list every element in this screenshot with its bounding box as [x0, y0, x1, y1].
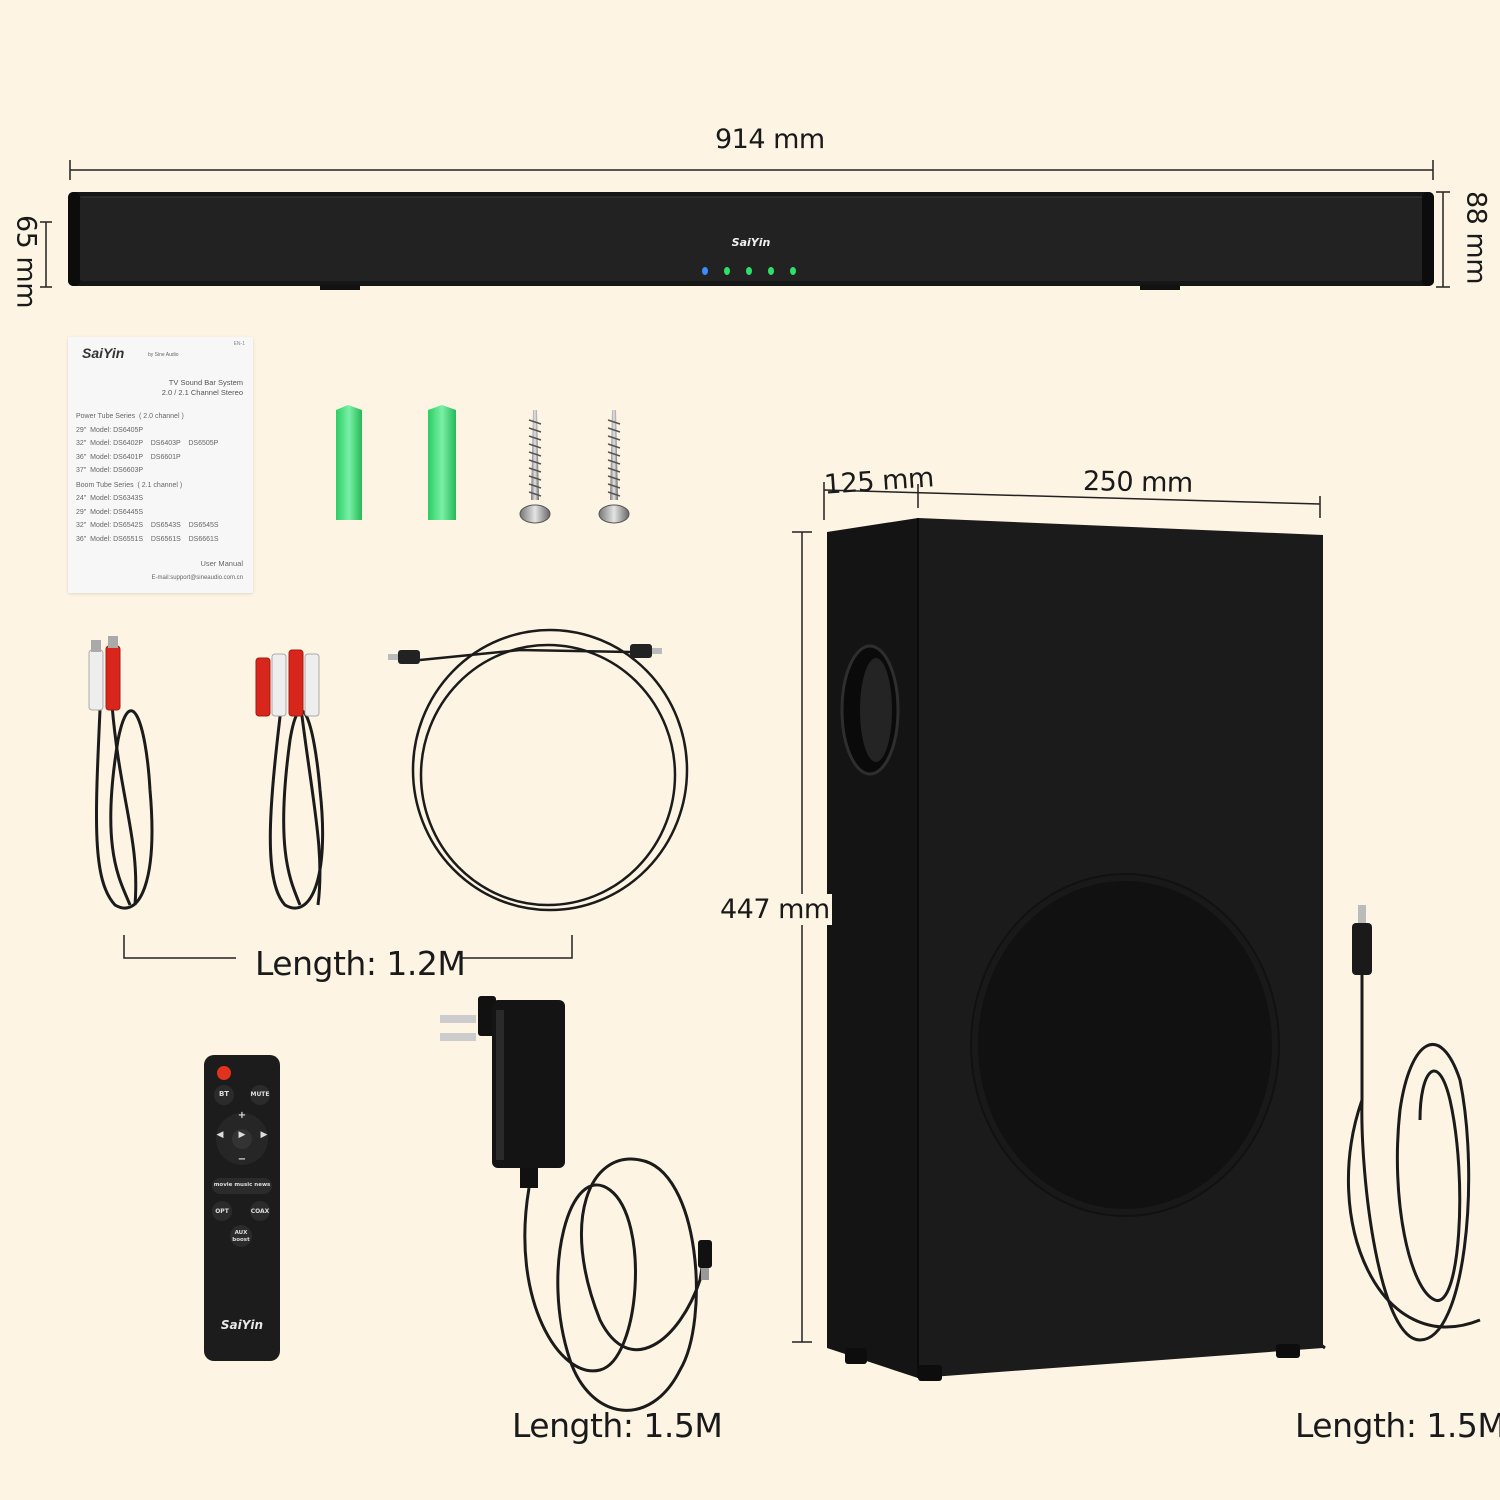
status-led	[702, 267, 708, 275]
subwoofer-height-dimension-line	[792, 531, 812, 1343]
right-height-dimension-line	[1436, 191, 1450, 288]
status-led	[768, 267, 774, 275]
manual-page-number: EN-1	[233, 341, 245, 347]
user-manual: SaiYin by Sine Audio EN-1 TV Sound Bar S…	[68, 337, 253, 593]
soundbar-status-leds	[702, 267, 796, 275]
manual-line: 32" Model: DS6542S DS6543S DS6545S	[76, 522, 219, 529]
remote-eq-button[interactable]: movie music news	[213, 1182, 271, 1188]
subwoofer-top-dimension-line	[823, 482, 1321, 520]
manual-brand: SaiYin	[82, 345, 125, 361]
manual-title: TV Sound Bar System	[168, 378, 243, 387]
subwoofer-height-label: 447 mm	[718, 894, 832, 925]
remote-opt-button[interactable]: OPT	[215, 1208, 229, 1215]
remote-brand-logo: SaiYin	[220, 1318, 264, 1332]
accessories-figure	[88, 405, 712, 1412]
remote-mute-button[interactable]: MUTE	[250, 1091, 270, 1098]
soundbar-left-height-label: 65 mm	[10, 214, 42, 309]
previous-icon[interactable]: ◀	[216, 1130, 224, 1140]
rca-cable	[88, 636, 154, 910]
soundbar-right-height-label: 88 mm	[1460, 190, 1492, 285]
manual-subtitle: 2.0 / 2.1 Channel Stereo	[161, 388, 243, 397]
subwoofer-rca-cable	[1307, 905, 1481, 1350]
manual-line: 36" Model: DS6551S DS6561S DS6661S	[76, 536, 219, 543]
optical-cable	[388, 628, 689, 912]
remote-control	[204, 1055, 280, 1361]
rca-cable	[255, 649, 325, 910]
manual-line: 36" Model: DS6401P DS6601P	[76, 454, 181, 461]
width-dimension-line	[69, 160, 1434, 180]
power-cable-length-label: Length: 1.5M	[512, 1406, 723, 1445]
wall-anchor	[428, 405, 456, 520]
manual-line: 29" Model: DS6445S	[76, 509, 144, 516]
manual-line: 24" Model: DS6343S	[76, 495, 144, 502]
manual-line: Boom Tube Series ( 2.1 channel )	[76, 482, 183, 489]
manual-line: Power Tube Series ( 2.0 channel )	[76, 413, 184, 420]
manual-line: 32" Model: DS6402P DS6403P DS6505P	[76, 440, 219, 447]
soundbar-brand-logo: SaiYin	[727, 236, 775, 250]
soundbar-figure	[40, 160, 1450, 290]
manual-footer-email: E-mail:support@sineaudio.com.cn	[151, 575, 243, 581]
subwoofer-width-label: 250 mm	[1082, 466, 1193, 499]
remote-aux-boost-button[interactable]: AUX boost	[232, 1230, 250, 1243]
remote-bt-button[interactable]: BT	[218, 1090, 230, 1098]
remote-volume-down-button[interactable]: −	[237, 1154, 247, 1165]
subwoofer-figure	[792, 482, 1481, 1381]
rca-cable-length-label: Length: 1.2M	[255, 944, 466, 983]
next-icon[interactable]: ▶	[260, 1130, 268, 1140]
subwoofer	[827, 518, 1323, 1381]
status-led	[746, 267, 752, 275]
remote-coax-button[interactable]: COAX	[250, 1208, 270, 1215]
rca-length-bracket	[123, 935, 573, 959]
manual-line: 29" Model: DS6405P	[76, 427, 144, 434]
status-led	[724, 267, 730, 275]
screw	[598, 410, 630, 524]
wall-anchor	[336, 405, 362, 520]
soundbar-width-label: 914 mm	[715, 124, 825, 155]
screw	[519, 410, 551, 524]
play-pause-icon[interactable]: ▶	[238, 1130, 246, 1140]
manual-line: 37" Model: DS6603P	[76, 467, 144, 474]
left-height-dimension-line	[40, 221, 52, 288]
subwoofer-cable-length-label: Length: 1.5M	[1295, 1406, 1500, 1445]
manual-footer-title: User Manual	[200, 559, 243, 568]
manual-brand-sub: by Sine Audio	[148, 352, 179, 358]
power-adapter	[440, 996, 712, 1412]
remote-volume-up-button[interactable]: +	[237, 1110, 247, 1121]
status-led	[790, 267, 796, 275]
